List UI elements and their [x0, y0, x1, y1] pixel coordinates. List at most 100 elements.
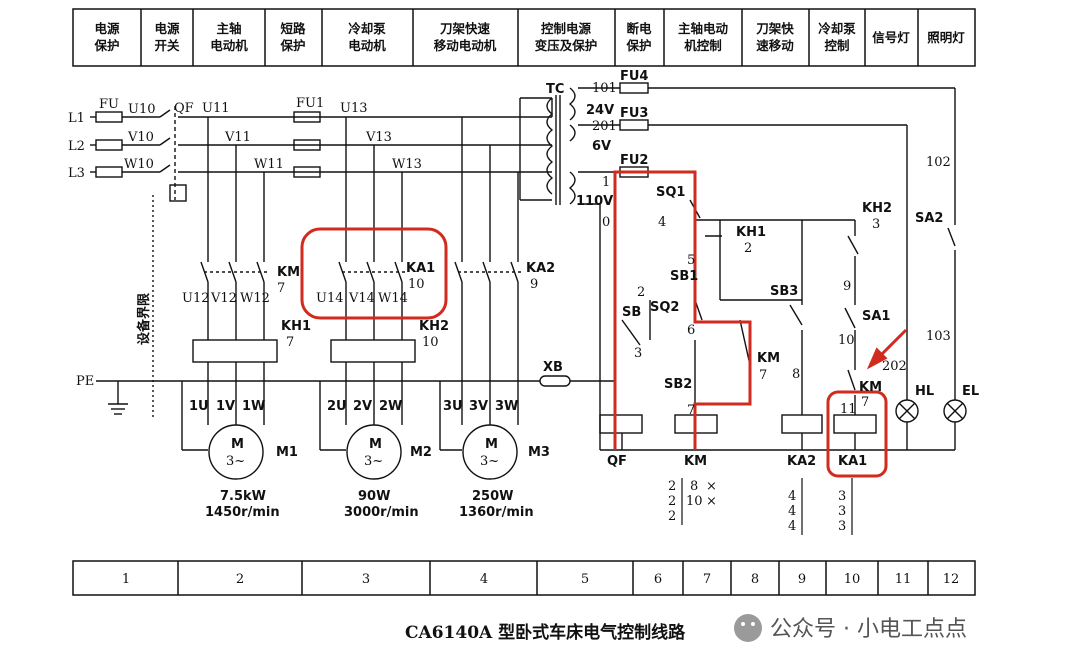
footer-cell-2: 2 [236, 572, 244, 587]
m2-term-u: 2U [327, 399, 347, 414]
label-u13: U13 [340, 101, 368, 116]
header-cell-8-l1: 断电 [626, 21, 652, 36]
ka2-ref-2: 4 [788, 504, 796, 519]
label-l2: L2 [68, 139, 85, 154]
label-fu2: FU2 [620, 153, 648, 168]
label-101: 101 [592, 81, 617, 96]
m1-term-v: 1V [216, 399, 235, 414]
highlight-annotations [300, 170, 908, 478]
label-fu1: FU1 [296, 96, 324, 111]
km-ref-2b: 10 [686, 494, 703, 509]
label-v12: V12 [210, 291, 237, 306]
label-kh1-num: 7 [286, 335, 294, 350]
label-sq1: SQ1 [656, 185, 685, 200]
label-24v: 24V [586, 103, 614, 118]
km-ref-1b: 8 [690, 479, 698, 494]
label-sb: SB [622, 305, 641, 320]
footer-table [72, 560, 976, 596]
label-km-ka1: KM [859, 380, 882, 395]
motor-m2: 2U 2V 2W M 3~ M2 90W 3000r/min [327, 399, 432, 520]
label-kh1-ctrl-num: 2 [744, 241, 752, 256]
header-cell-9-l2: 机控制 [684, 38, 722, 53]
km-ref-3a: 2 [668, 509, 676, 524]
label-fu3: FU3 [620, 106, 648, 121]
header-cell-7-l2: 变压及保护 [535, 38, 598, 53]
contact-table-ka1: 3 3 3 [838, 478, 853, 535]
label-v14: V14 [348, 291, 375, 306]
header-cell-10-l2: 速移动 [756, 38, 794, 53]
label-1: 1 [602, 175, 610, 190]
footer-cell-3: 3 [362, 572, 370, 587]
footer-cell-6: 6 [654, 572, 662, 587]
label-ka1-main-num: 10 [408, 277, 425, 292]
header-cell-5-l1: 冷却泵 [348, 21, 386, 36]
header-cell-11-l1: 冷却泵 [818, 21, 856, 36]
m1-symbol: M [231, 437, 244, 452]
coil-ka1: KA1 [838, 454, 867, 469]
label-u12: U12 [182, 291, 210, 306]
arrow-head [866, 347, 888, 370]
header-cell-2-l2: 开关 [154, 38, 180, 53]
wechat-icon [734, 614, 762, 642]
footer-cell-12: 12 [943, 572, 960, 587]
node-4: 4 [658, 215, 666, 230]
label-sb1: SB1 [670, 269, 698, 284]
motor-m1: 1U 1V 1W M 3~ M1 7.5kW 1450r/min [189, 399, 298, 520]
m2-symbol: M [369, 437, 382, 452]
label-kh2-ctrl: KH2 [862, 201, 892, 216]
label-w14: W14 [378, 291, 408, 306]
label-kh2-ctrl-num: 3 [872, 217, 880, 232]
header-cell-5-l2: 电动机 [348, 38, 386, 53]
label-ka2-main-num: 9 [530, 277, 538, 292]
label-kh1: KH1 [281, 319, 311, 334]
label-km-ka1-num: 7 [861, 395, 869, 410]
footer-cell-8: 8 [751, 572, 759, 587]
footer-cell-7: 7 [703, 572, 711, 587]
label-6v: 6V [592, 139, 611, 154]
header-cell-12: 信号灯 [872, 30, 910, 45]
node-5: 5 [687, 253, 695, 268]
m2-term-w: 2W [379, 399, 402, 414]
header-cell-3-l2: 电动机 [210, 38, 248, 53]
label-v11: V11 [224, 130, 251, 145]
footer-cell-5: 5 [581, 572, 589, 587]
label-pe: PE [76, 374, 94, 389]
label-u10: U10 [128, 102, 156, 117]
ka2-ref-1: 4 [788, 489, 796, 504]
footer-cell-1: 1 [122, 572, 130, 587]
label-fu4: FU4 [620, 69, 648, 84]
label-km-ctrl: KM [757, 351, 780, 366]
m3-term-w: 3W [495, 399, 518, 414]
m3-symbol: M [485, 437, 498, 452]
label-w13: W13 [392, 157, 422, 172]
diagram-title: CA6140A 型卧式车床电气控制线路 [405, 622, 686, 643]
main-circuit-wiring [90, 97, 615, 480]
m1-speed: 1450r/min [205, 505, 280, 520]
header-cell-6-l2: 移动电动机 [434, 38, 497, 53]
m3-phase: 3~ [480, 454, 499, 469]
m2-name: M2 [410, 445, 432, 460]
node-6: 6 [687, 323, 695, 338]
footer-cell-4: 4 [480, 572, 488, 587]
label-u14: U14 [316, 291, 344, 306]
label-km-main: KM [277, 265, 300, 280]
m1-term-u: 1U [189, 399, 209, 414]
label-kh2-num: 10 [422, 335, 439, 350]
m3-term-u: 3U [443, 399, 463, 414]
label-kh1-ctrl: KH1 [736, 225, 766, 240]
label-110v: 110V [576, 194, 613, 209]
label-el: EL [962, 384, 979, 399]
header-cell-4-l1: 短路 [280, 21, 306, 36]
ka1-contacts-highlight [300, 227, 448, 320]
header-cell-10-l1: 刀架快 [756, 21, 794, 36]
node-9: 9 [843, 279, 851, 294]
footer-labels: 1 2 3 4 5 6 7 8 9 10 11 12 [122, 572, 959, 587]
label-sb2: SB2 [664, 377, 692, 392]
label-km-ctrl-num: 7 [759, 368, 767, 383]
label-sq2: SQ2 [650, 300, 679, 315]
header-cell-6-l1: 刀架快速 [440, 21, 491, 36]
node-7: 7 [687, 403, 695, 418]
node-2: 2 [637, 285, 645, 300]
label-xb: XB [543, 360, 563, 375]
header-labels: 电源 保护 电源 开关 主轴 电动机 短路 保护 冷却泵 电动机 刀架快速 移动… [93, 21, 965, 53]
